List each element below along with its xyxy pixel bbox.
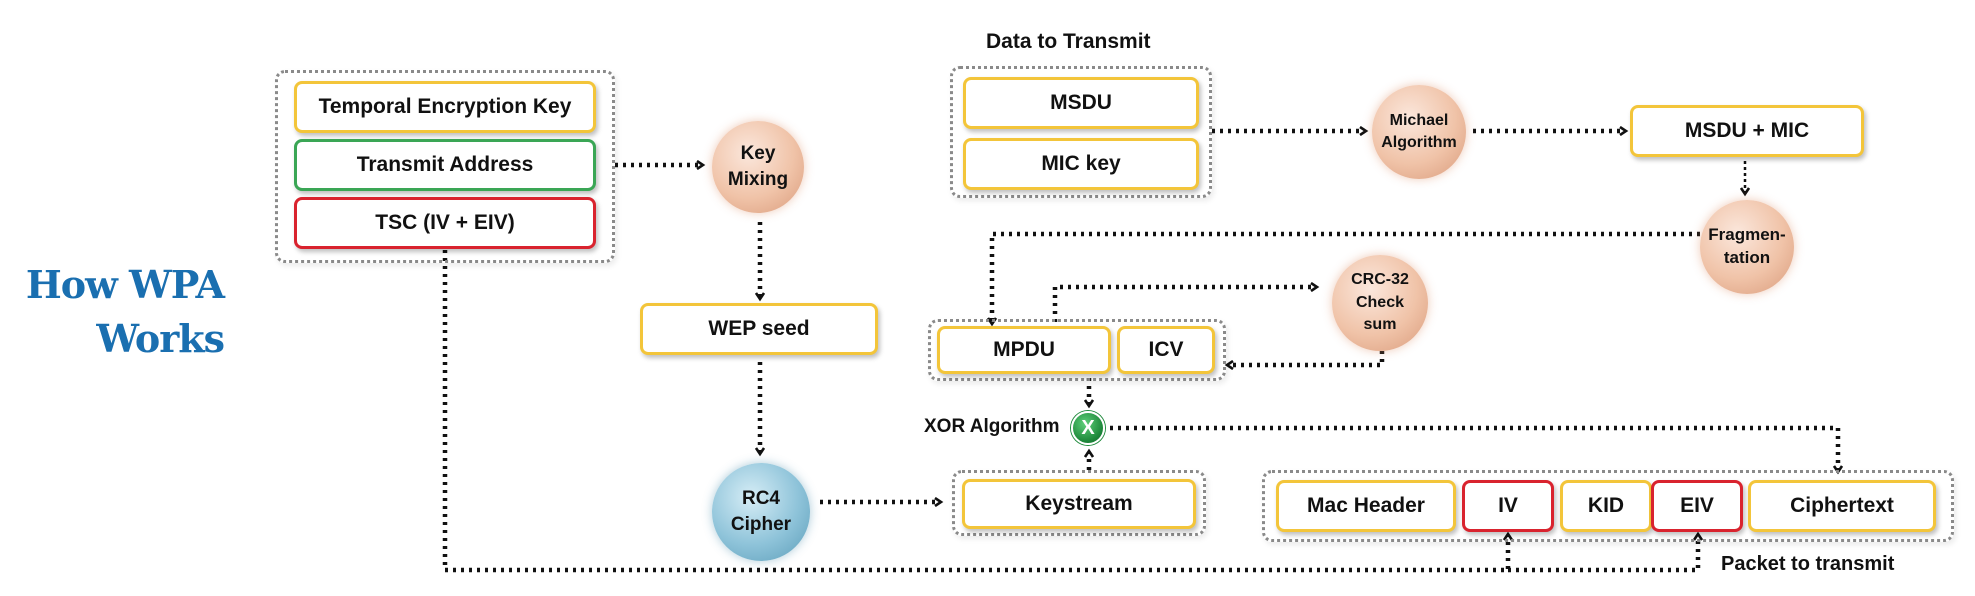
fragmentation-node: Fragmen- tation — [1700, 200, 1794, 294]
arrow-xor-to-ciphertext — [1110, 425, 1838, 471]
crc32-checksum-node: CRC-32 Check sum — [1332, 255, 1428, 351]
xor-algorithm-label: XOR Algorithm — [924, 416, 1060, 437]
crc32-line-3: sum — [1363, 316, 1397, 334]
crc32-line-2: Check — [1355, 293, 1404, 311]
packet-field-mac-header: Mac Header — [1276, 480, 1456, 532]
transmit-address-box: Transmit Address — [294, 139, 596, 191]
tsc-box: TSC (IV + EIV) — [294, 197, 596, 249]
title-line-2: Works — [96, 316, 225, 361]
rc4-line-1: RC4 — [741, 488, 780, 510]
fragmentation-line-2: tation — [1723, 248, 1771, 267]
key-mixing-node: Key Mixing — [712, 121, 804, 213]
msdu-plus-mic-box: MSDU + MIC — [1630, 105, 1864, 157]
mpdu-box: MPDU — [937, 326, 1111, 374]
key-mixing-line-2: Mixing — [727, 169, 789, 190]
arrow-mpdu-to-crc — [1052, 287, 1316, 330]
packet-to-transmit-label: Packet to transmit — [1721, 553, 1895, 575]
key-inputs-group — [275, 70, 615, 263]
packet-field-kid: KID — [1560, 480, 1652, 532]
title-line-1: How WPA — [25, 262, 225, 307]
keystream-box: Keystream — [962, 479, 1196, 529]
michael-algorithm-node: Michael Algorithm — [1372, 85, 1466, 179]
crc32-line-1: CRC-32 — [1351, 271, 1409, 289]
michael-line-2: Algorithm — [1381, 134, 1457, 151]
michael-line-1: Michael — [1389, 112, 1449, 130]
msdu-box: MSDU — [963, 77, 1199, 129]
xor-icon: X — [1071, 411, 1105, 445]
data-to-transmit-group — [950, 66, 1212, 198]
key-mixing-line-1: Key — [740, 143, 776, 165]
arrow-tsc-to-iv — [442, 250, 1508, 573]
keystream-group — [952, 470, 1206, 536]
diagram-title: How WPA Works — [0, 258, 225, 366]
rc4-line-2: Cipher — [730, 514, 792, 535]
data-to-transmit-label: Data to Transmit — [986, 30, 1151, 53]
packet-field-eiv: EIV — [1651, 480, 1743, 532]
mic-key-box: MIC key — [963, 138, 1199, 190]
mpdu-icv-group — [928, 319, 1226, 381]
icv-box: ICV — [1117, 326, 1215, 374]
fragmentation-line-1: Fragmen- — [1708, 225, 1786, 245]
packet-field-iv: IV — [1462, 480, 1554, 532]
packet-group — [1262, 470, 1954, 542]
wep-seed-box: WEP seed — [640, 303, 878, 355]
temporal-encryption-key-box: Temporal Encryption Key — [294, 81, 596, 133]
packet-field-ciphertext: Ciphertext — [1748, 480, 1936, 532]
rc4-cipher-node: RC4 Cipher — [712, 463, 810, 561]
